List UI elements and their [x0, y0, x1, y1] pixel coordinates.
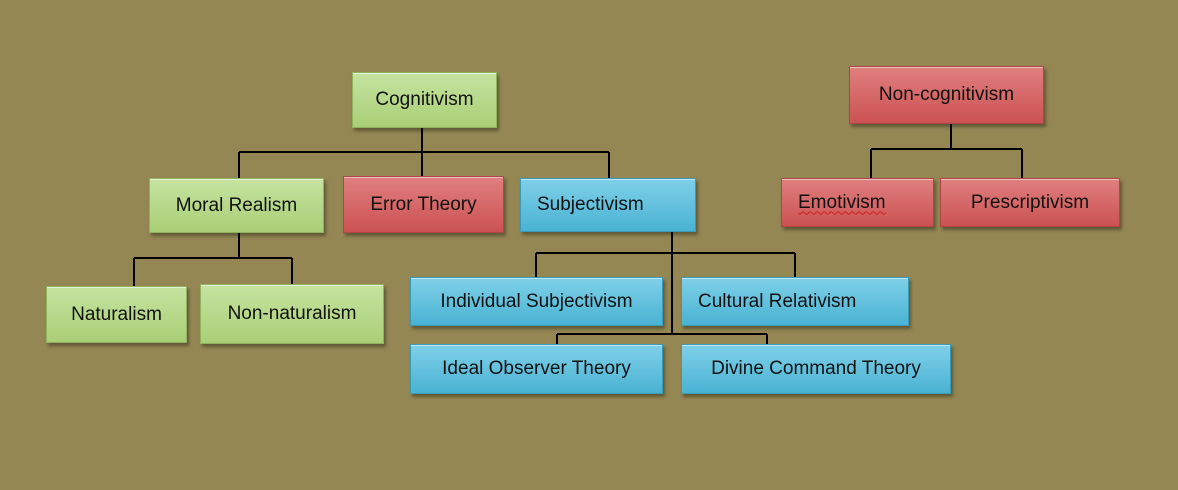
- node-error-theory: Error Theory: [343, 176, 504, 233]
- node-label: Subjectivism: [537, 194, 644, 215]
- connector-cognitivism: [238, 128, 610, 178]
- node-non-cognitivism: Non-cognitivism: [849, 66, 1044, 124]
- node-prescriptivism: Prescriptivism: [940, 178, 1120, 227]
- connector-subjectivism: [535, 232, 796, 344]
- connector-moral-realism: [133, 233, 293, 286]
- node-label: Emotivism: [798, 191, 886, 213]
- node-label: Prescriptivism: [970, 191, 1090, 213]
- node-label: Moral Realism: [175, 194, 298, 216]
- node-ideal-observer-theory: Ideal Observer Theory: [410, 344, 663, 394]
- node-label: Error Theory: [370, 193, 477, 215]
- node-cultural-relativism: Cultural Relativism: [681, 277, 909, 326]
- node-label: Individual Subjectivism: [440, 290, 633, 312]
- node-label: Cultural Relativism: [698, 290, 857, 312]
- node-label: Cognitivism: [375, 89, 474, 110]
- node-subjectivism: Subjectivism: [520, 178, 696, 232]
- node-label: Non-cognitivism: [878, 84, 1015, 105]
- node-moral-realism: Moral Realism: [149, 178, 324, 233]
- node-individual-subjectivism: Individual Subjectivism: [410, 277, 663, 326]
- node-label: Naturalism: [71, 303, 162, 325]
- node-label: Non-naturalism: [227, 303, 357, 324]
- connector-non-cognitivism: [870, 124, 1023, 178]
- node-label: Divine Command Theory: [711, 358, 921, 379]
- node-emotivism: Emotivism: [781, 178, 934, 227]
- node-cognitivism: Cognitivism: [352, 72, 497, 128]
- node-label: Ideal Observer Theory: [442, 358, 631, 379]
- node-divine-command-theory: Divine Command Theory: [681, 344, 951, 394]
- node-non-naturalism: Non-naturalism: [200, 284, 384, 344]
- node-naturalism: Naturalism: [46, 286, 187, 343]
